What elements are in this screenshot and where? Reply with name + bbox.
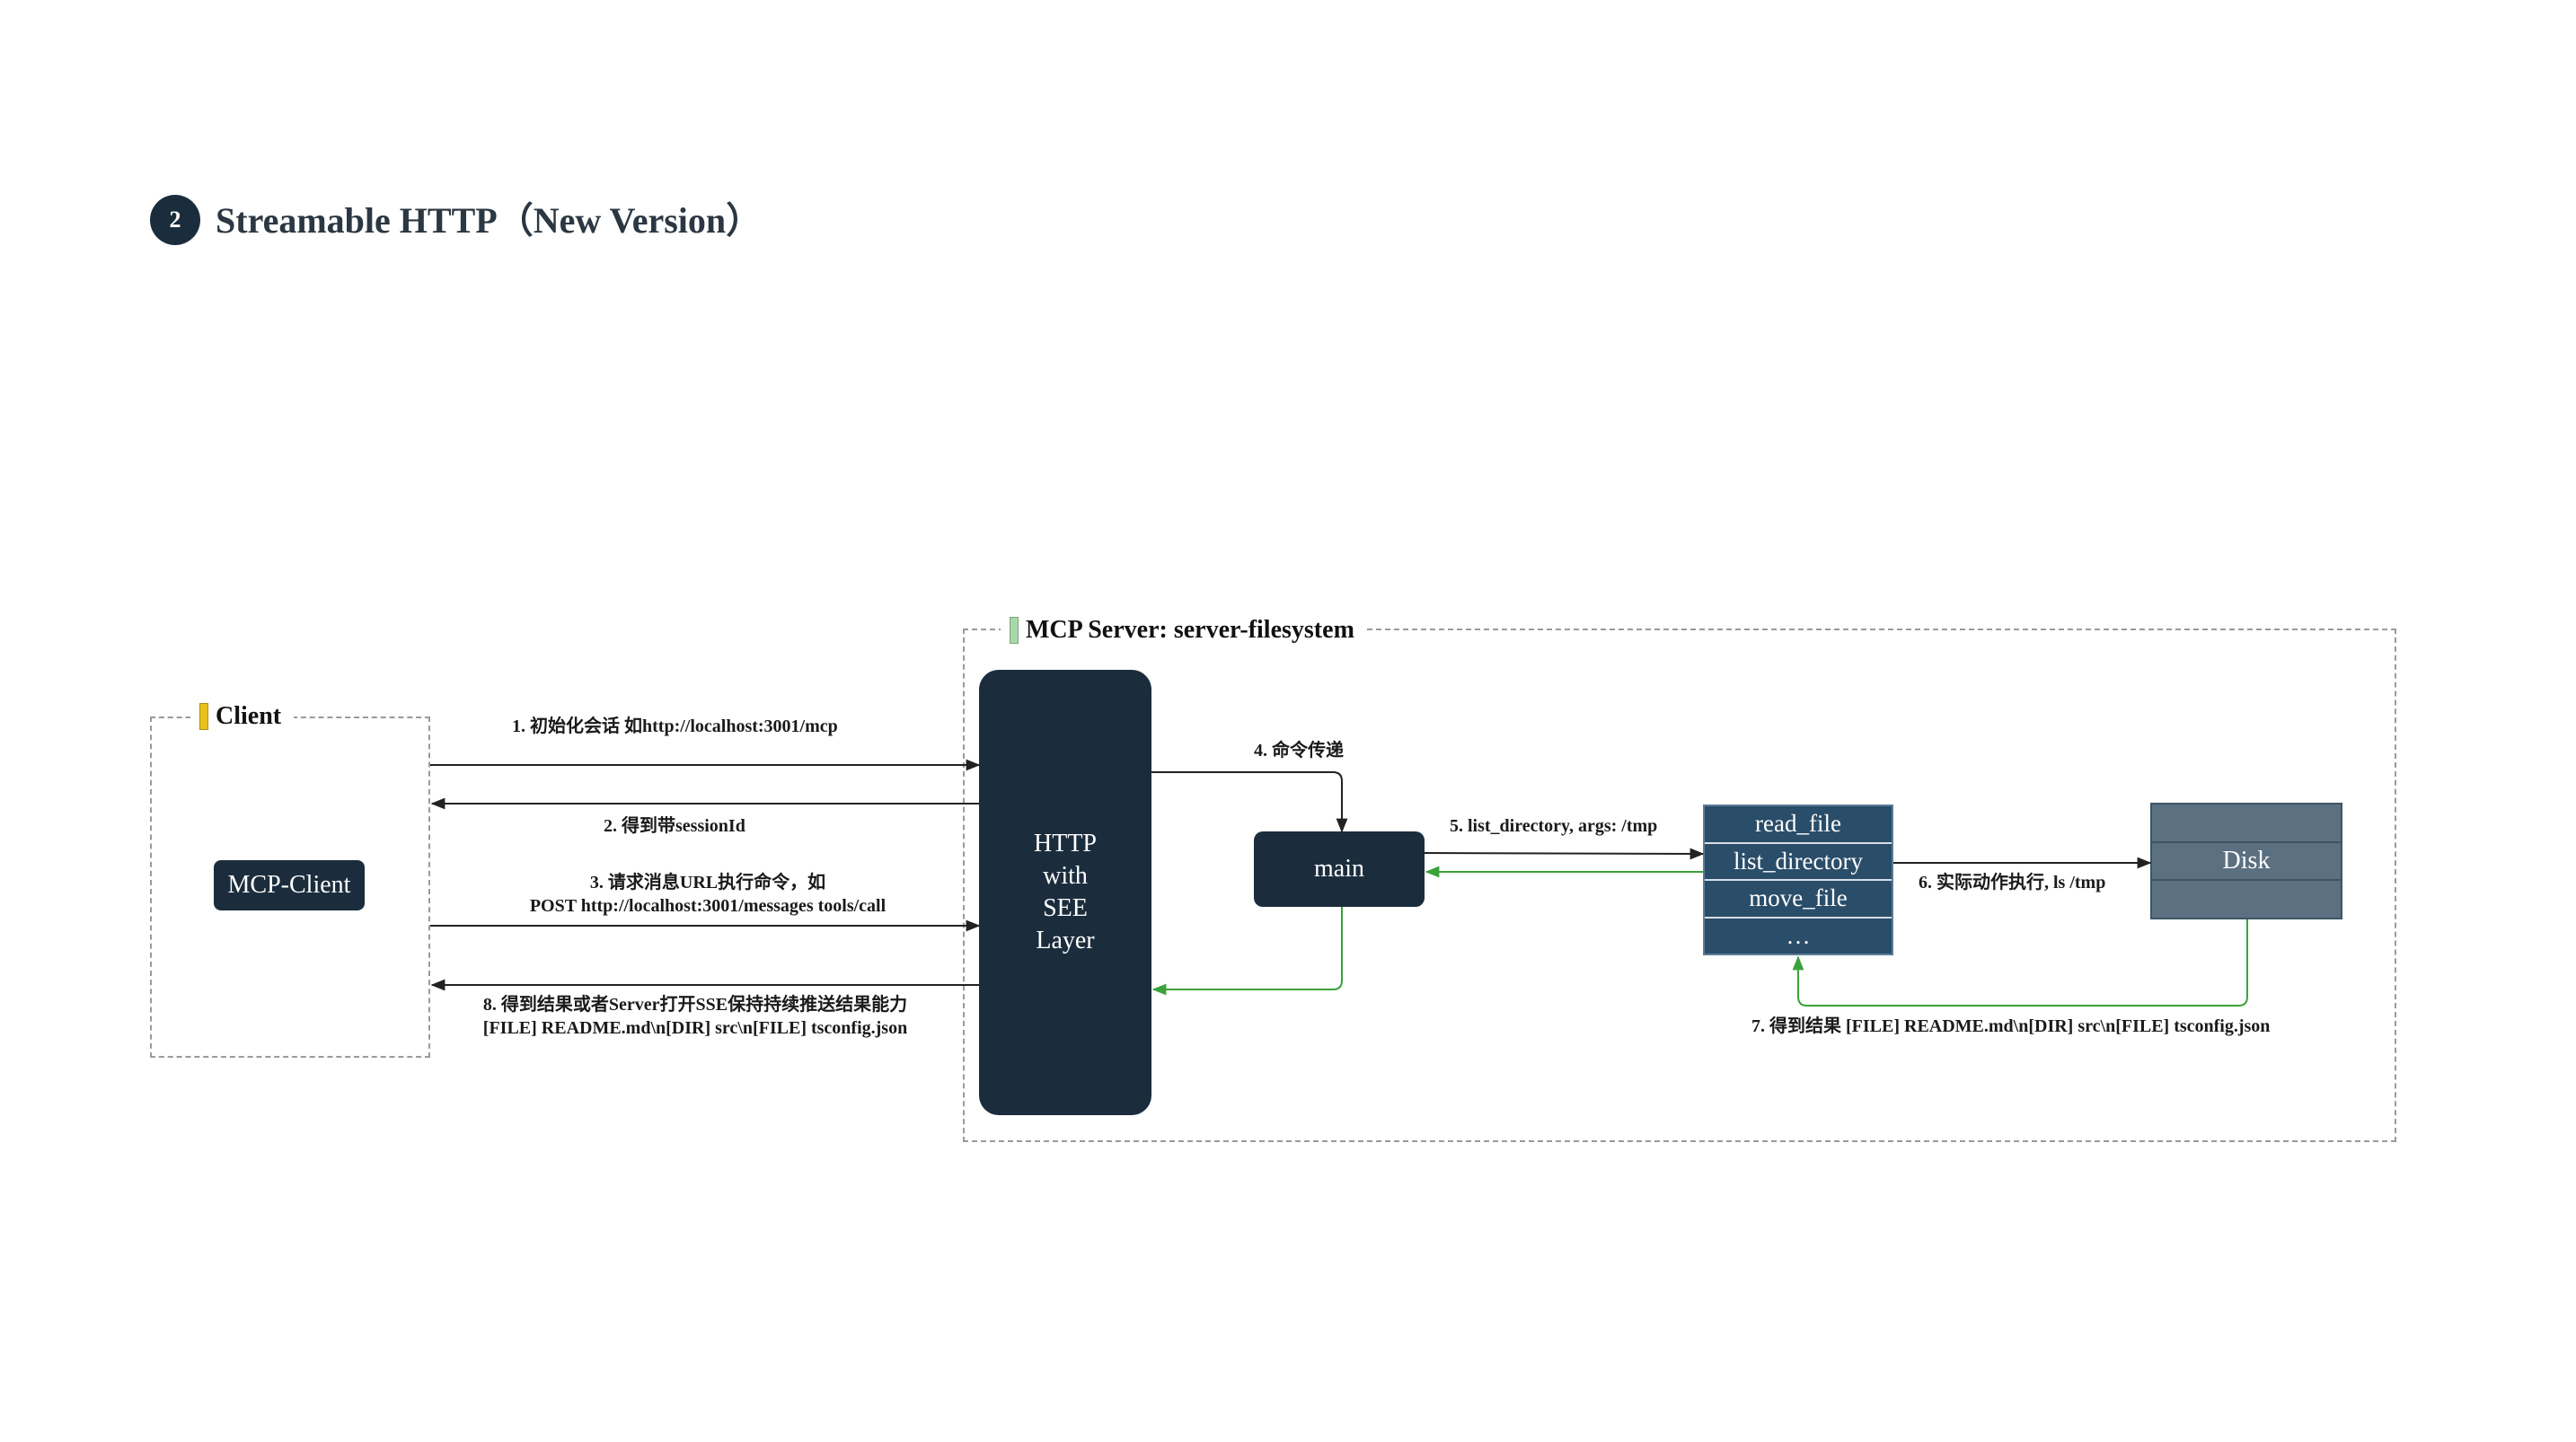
edge-8-label-line-1: 8. 得到结果或者Server打开SSE保持持续推送结果能力 (482, 995, 908, 1015)
main-node[interactable]: main (1254, 831, 1425, 907)
disk-label: Disk (2152, 843, 2341, 882)
mcp-client-node[interactable]: MCP-Client (214, 860, 365, 910)
server-group (963, 629, 2396, 1142)
server-label-marker (1010, 617, 1019, 644)
disk-node[interactable]: Disk (2150, 803, 2342, 919)
edge-8-label-line-2: [FILE] README.md\n[DIR] src\n[FILE] tsco… (482, 1018, 908, 1038)
http-layer-text: HTTP with SEE Layer (1034, 828, 1097, 957)
page-title: Streamable HTTP（New Version） (216, 200, 763, 241)
client-label-marker (199, 703, 208, 730)
disk-row-top (2152, 805, 2341, 843)
edge-3-label: 3. 请求消息URL执行命令，如 POST http://localhost:3… (492, 871, 923, 918)
tool-list-directory[interactable]: list_directory (1705, 844, 1892, 881)
http-layer-line-4: Layer (1036, 927, 1095, 954)
tool-read-file[interactable]: read_file (1705, 806, 1892, 844)
edge-2-label: 2. 得到带sessionId (604, 816, 745, 836)
edge-3-label-line-2: POST http://localhost:3001/messages tool… (529, 896, 887, 916)
edge-3-label-line-1: 3. 请求消息URL执行命令，如 (589, 873, 826, 892)
disk-row-bottom (2152, 881, 2341, 918)
client-group-title: Client (216, 702, 282, 730)
step-badge: 2 (150, 195, 200, 245)
edge-4-label: 4. 命令传递 (1254, 741, 1344, 761)
edge-6-label: 6. 实际动作执行, ls /tmp (1919, 873, 2106, 892)
server-group-title: MCP Server: server-filesystem (1026, 616, 1354, 644)
tool-more[interactable]: … (1786, 921, 1811, 949)
http-layer-line-3: SEE (1043, 894, 1088, 922)
http-layer-line-2: with (1043, 862, 1088, 890)
client-group-label: Client (190, 700, 295, 733)
edge-8-label: 8. 得到结果或者Server打开SSE保持持续推送结果能力 [FILE] RE… (460, 993, 931, 1040)
tool-move-file[interactable]: move_file (1705, 881, 1892, 919)
edge-7-label: 7. 得到结果 [FILE] README.md\n[DIR] src\n[FI… (1751, 1016, 2271, 1036)
edge-1-label: 1. 初始化会话 如http://localhost:3001/mcp (512, 717, 838, 736)
http-sse-layer-node[interactable]: HTTP with SEE Layer (979, 670, 1151, 1115)
http-layer-line-1: HTTP (1034, 830, 1097, 857)
tool-stack: read_file list_directory move_file … (1703, 805, 1893, 955)
edge-5-label: 5. list_directory, args: /tmp (1450, 816, 1658, 836)
server-group-label: MCP Server: server-filesystem (1001, 614, 1367, 646)
